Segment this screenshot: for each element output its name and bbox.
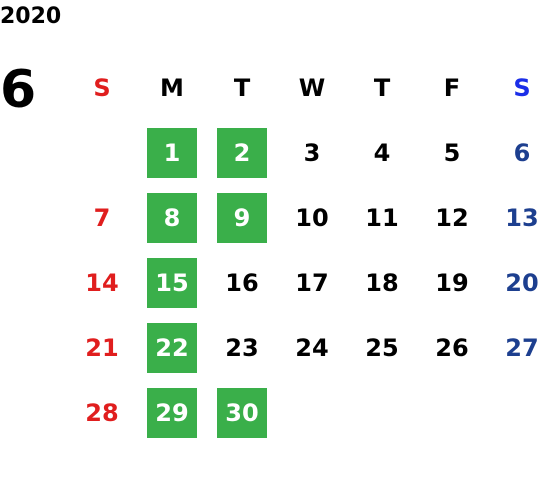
day-cell-empty	[487, 380, 548, 445]
day-cell[interactable]: 23	[225, 333, 259, 362]
day-cell-empty	[417, 380, 487, 445]
day-cell-empty	[347, 380, 417, 445]
day-cell[interactable]: 26	[435, 333, 469, 362]
weekday-friday: F	[443, 73, 461, 102]
day-cell-sunday[interactable]: 21	[85, 333, 119, 362]
weekday-sunday: S	[93, 73, 111, 102]
day-cell[interactable]: 11	[365, 203, 399, 232]
day-cell-highlighted[interactable]: 15	[137, 250, 207, 315]
weekday-monday: M	[160, 73, 184, 102]
year-label: 2020	[0, 4, 62, 29]
day-cell[interactable]: 16	[225, 268, 259, 297]
day-cell[interactable]: 4	[373, 138, 391, 167]
day-number: 15	[147, 257, 197, 308]
calendar-grid: S M T W T F S 1 2 3 4 5 6 7 8 9 10 11 12…	[67, 55, 548, 445]
day-cell-saturday[interactable]: 13	[505, 203, 539, 232]
day-cell[interactable]: 19	[435, 268, 469, 297]
day-number: 22	[147, 322, 197, 373]
day-cell-highlighted[interactable]: 30	[207, 380, 277, 445]
day-number: 2	[217, 127, 267, 178]
day-number: 30	[217, 387, 267, 438]
weekday-wednesday: W	[298, 73, 326, 102]
month-number: 6	[0, 60, 37, 120]
day-cell-highlighted[interactable]: 9	[207, 185, 277, 250]
day-cell-saturday[interactable]: 27	[505, 333, 539, 362]
day-cell[interactable]: 3	[303, 138, 321, 167]
day-cell[interactable]: 18	[365, 268, 399, 297]
day-number: 9	[217, 192, 267, 243]
day-cell-empty	[277, 380, 347, 445]
day-cell[interactable]: 25	[365, 333, 399, 362]
day-cell-highlighted[interactable]: 29	[137, 380, 207, 445]
day-cell-highlighted[interactable]: 22	[137, 315, 207, 380]
day-number: 29	[147, 387, 197, 438]
day-cell[interactable]: 24	[295, 333, 329, 362]
day-cell-highlighted[interactable]: 8	[137, 185, 207, 250]
day-number: 8	[147, 192, 197, 243]
day-cell-highlighted[interactable]: 1	[137, 120, 207, 185]
day-cell[interactable]: 17	[295, 268, 329, 297]
day-number: 1	[147, 127, 197, 178]
day-cell-sunday[interactable]: 28	[85, 398, 119, 427]
day-cell-saturday[interactable]: 20	[505, 268, 539, 297]
day-cell-sunday[interactable]: 7	[93, 203, 111, 232]
day-cell-sunday[interactable]: 14	[85, 268, 119, 297]
day-cell[interactable]: 12	[435, 203, 469, 232]
day-cell-highlighted[interactable]: 2	[207, 120, 277, 185]
weekday-thursday: T	[373, 73, 391, 102]
day-cell[interactable]: 5	[443, 138, 461, 167]
day-cell[interactable]: 10	[295, 203, 329, 232]
day-cell-saturday[interactable]: 6	[513, 138, 531, 167]
day-cell	[67, 120, 137, 185]
weekday-tuesday: T	[233, 73, 251, 102]
weekday-saturday: S	[513, 73, 531, 102]
